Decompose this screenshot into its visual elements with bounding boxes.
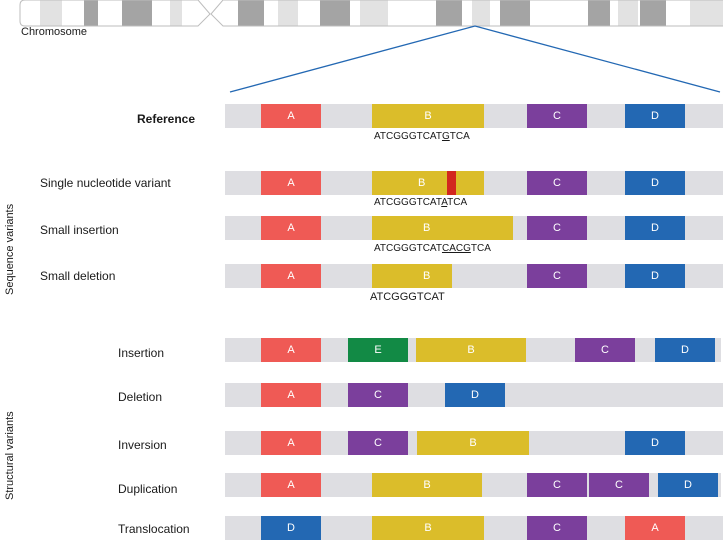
- chromosome-q-arm: [211, 0, 723, 26]
- segment-b: B: [417, 431, 529, 455]
- segment-c: C: [527, 516, 587, 540]
- segment-c: C: [527, 216, 587, 240]
- segment-a: A: [261, 264, 321, 288]
- segment-a: A: [625, 516, 685, 540]
- inserted-bases: CACG: [441, 243, 471, 254]
- sv-deletion-label: Deletion: [118, 390, 163, 404]
- reference-marked-base: G: [441, 131, 450, 142]
- segment-d: D: [658, 473, 718, 497]
- segment-d: D: [625, 104, 685, 128]
- segment-a: A: [261, 473, 321, 497]
- segment-b: B: [416, 338, 526, 362]
- segment-c: C: [527, 104, 587, 128]
- segment-d: D: [625, 431, 685, 455]
- segment-c-duplicate: C: [589, 473, 649, 497]
- small-insertion-sequence: ATCGGGTCATCACGTCA: [374, 243, 491, 254]
- segment-d: D: [625, 171, 685, 195]
- snv-track: A B C D: [225, 171, 723, 195]
- segment-a: A: [261, 104, 321, 128]
- chromosome-label: Chromosome: [21, 26, 88, 38]
- small-insertion-track: A B C D: [225, 216, 723, 240]
- segment-c: C: [575, 338, 635, 362]
- segment-b: B: [372, 264, 452, 288]
- small-deletion-sequence: ATCGGGTCAT: [370, 291, 445, 303]
- segment-b: B: [372, 104, 484, 128]
- segment-a: A: [261, 383, 321, 407]
- sv-translocation-label: Translocation: [118, 522, 190, 536]
- sv-translocation-track: D B C A: [225, 516, 723, 540]
- sv-duplication-label: Duplication: [118, 482, 178, 496]
- segment-c: C: [348, 383, 408, 407]
- segment-a: A: [261, 431, 321, 455]
- segment-c: C: [527, 264, 587, 288]
- snv-label: Single nucleotide variant: [40, 176, 171, 190]
- segment-d: D: [445, 383, 505, 407]
- sv-deletion-track: A C D: [225, 383, 723, 407]
- segment-d: D: [625, 216, 685, 240]
- segment-d: D: [625, 264, 685, 288]
- sv-inversion-label: Inversion: [118, 438, 167, 452]
- sv-inversion-track: A C B D: [225, 431, 723, 455]
- reference-sequence: ATCGGGTCATGTCA: [374, 131, 470, 142]
- segment-c: C: [527, 473, 587, 497]
- segment-c: C: [527, 171, 587, 195]
- sequence-variants-group-label: Sequence variants: [4, 203, 16, 295]
- segment-b: B: [372, 473, 482, 497]
- sv-insertion-track: A E B C D: [225, 338, 723, 362]
- segment-d: D: [655, 338, 715, 362]
- segment-b: B: [372, 516, 484, 540]
- segment-a: A: [261, 338, 321, 362]
- zoom-lines: [229, 25, 721, 93]
- small-deletion-track: A B C D: [225, 264, 723, 288]
- chromosome-p-arm: [20, 0, 210, 26]
- snv-marked-base: A: [441, 197, 448, 208]
- small-insertion-label: Small insertion: [40, 223, 119, 237]
- structural-variants-group-label: Structural variants: [4, 411, 16, 500]
- segment-b: B: [372, 216, 513, 240]
- segment-b: B: [372, 171, 484, 195]
- segment-e: E: [348, 338, 408, 362]
- segment-c: C: [348, 431, 408, 455]
- segment-d: D: [261, 516, 321, 540]
- small-deletion-label: Small deletion: [40, 269, 116, 283]
- snv-marker: [447, 171, 456, 195]
- segment-a: A: [261, 216, 321, 240]
- snv-sequence: ATCGGGTCATATCA: [374, 197, 468, 208]
- segment-a: A: [261, 171, 321, 195]
- reference-label: Reference: [137, 112, 196, 126]
- sv-insertion-label: Insertion: [118, 346, 165, 360]
- sv-duplication-track: A B C C D: [225, 473, 723, 497]
- reference-track: A B C D: [225, 104, 723, 128]
